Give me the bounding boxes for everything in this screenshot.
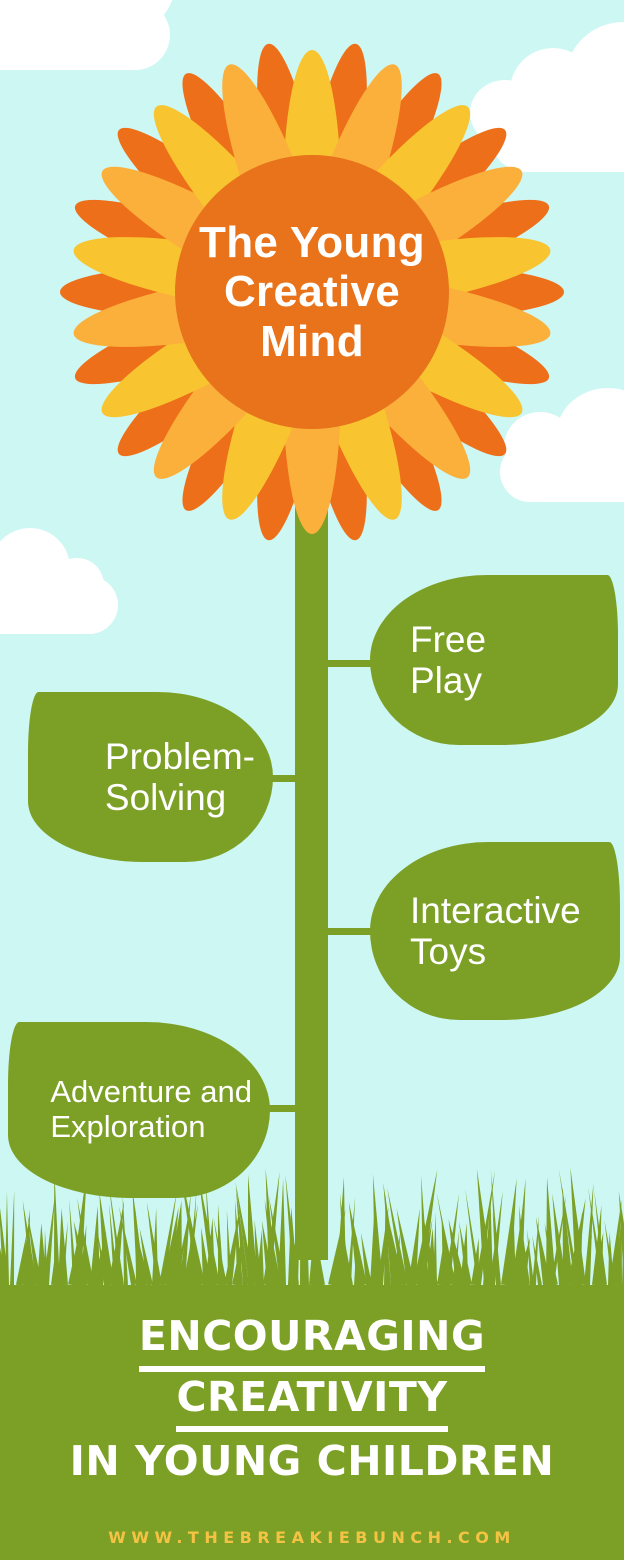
leaf-adventure-exploration[interactable]: Adventure and Exploration	[8, 1022, 270, 1198]
leaf-free-play[interactable]: Free Play	[370, 575, 618, 745]
cloud-top-left-icon	[0, 0, 180, 70]
page-title: The Young Creative Mind	[199, 218, 425, 366]
cloud-left-icon	[0, 518, 118, 638]
leaf-problem-solving[interactable]: Problem- Solving	[28, 692, 273, 862]
grass-band	[0, 1160, 624, 1285]
flower-stem	[295, 500, 328, 1260]
leaf-label-interactive-toys: Interactive Toys	[410, 889, 581, 972]
website-url[interactable]: WWW.THEBREAKIEBUNCH.COM	[108, 1527, 516, 1547]
flower-center-disc: The Young Creative Mind	[175, 155, 449, 429]
connector-interactive-toys	[326, 928, 388, 935]
footer-section: ENCOURAGING CREATIVITY IN YOUNG CHILDREN…	[0, 1285, 624, 1560]
headline-line-2: CREATIVITY	[176, 1372, 448, 1433]
connector-adventure-exploration	[246, 1105, 298, 1112]
leaf-label-problem-solving: Problem- Solving	[104, 735, 255, 818]
footer-headline: ENCOURAGING CREATIVITY IN YOUNG CHILDREN	[70, 1311, 555, 1488]
ground-panel	[0, 1285, 624, 1560]
grass-blade	[9, 1189, 17, 1285]
leaf-interactive-toys[interactable]: Interactive Toys	[370, 842, 620, 1020]
cloud-top-right-icon	[470, 22, 624, 172]
headline-line-3: IN YOUNG CHILDREN	[69, 1437, 555, 1486]
leaf-label-adventure-exploration: Adventure and Exploration	[50, 1074, 252, 1144]
connector-free-play	[326, 660, 390, 667]
headline-line-1: ENCOURAGING	[138, 1311, 486, 1372]
grass-blade	[4, 1190, 9, 1285]
cloud-mid-right-icon	[500, 388, 624, 502]
leaf-label-free-play: Free Play	[410, 618, 487, 701]
